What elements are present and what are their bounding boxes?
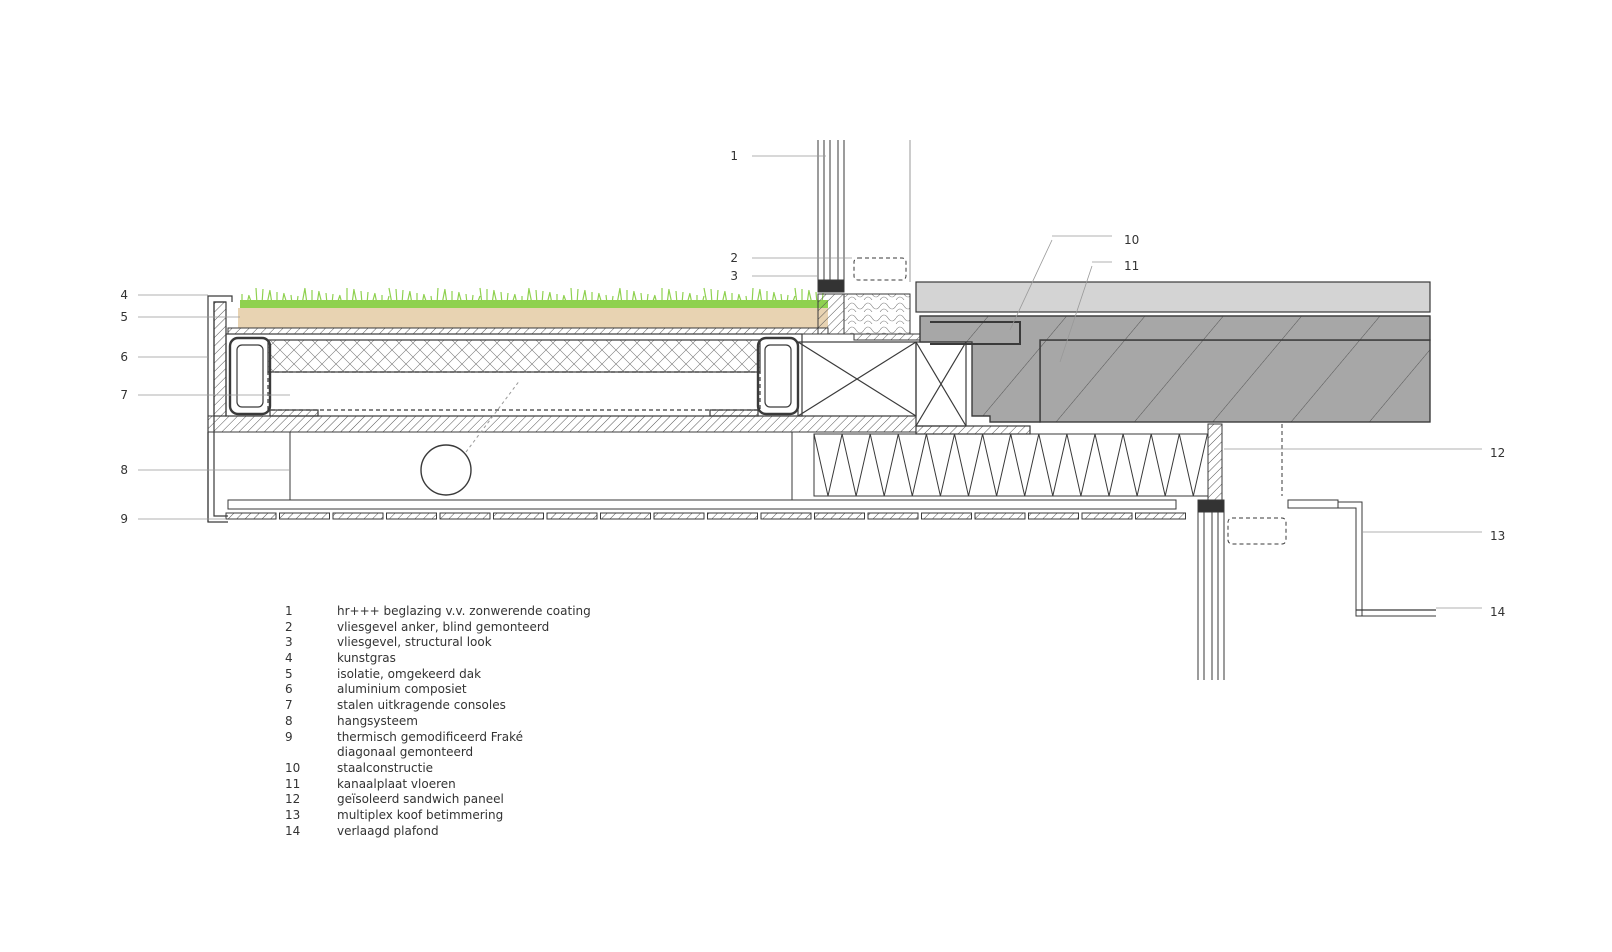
frake-slat bbox=[279, 512, 330, 520]
legend-row: 1 hr+++ beglazing v.v. zonwerende coating bbox=[285, 604, 705, 620]
callout-number: 2 bbox=[730, 251, 738, 265]
frake-slat bbox=[974, 512, 1026, 520]
legend-number: 9 bbox=[285, 729, 293, 744]
legend-text: verlaagd plafond bbox=[337, 823, 439, 838]
frake-slat bbox=[546, 512, 598, 520]
callout-number: 13 bbox=[1490, 529, 1505, 543]
legend-number: 2 bbox=[285, 619, 293, 634]
frake-slat bbox=[814, 512, 865, 520]
legend-number: 3 bbox=[285, 635, 293, 650]
frake-slat bbox=[921, 512, 972, 520]
legend-number: 5 bbox=[285, 666, 293, 681]
frake-slat bbox=[493, 512, 544, 520]
callout-number: 12 bbox=[1490, 446, 1505, 460]
legend-row: 3 vliesgevel, structural look bbox=[285, 635, 705, 651]
legend-number: 4 bbox=[285, 651, 293, 666]
callout-number: 3 bbox=[730, 269, 738, 283]
legend-number: 11 bbox=[285, 776, 301, 791]
legend-row: 9 thermisch gemodificeerd Fraké bbox=[285, 730, 705, 746]
frake-slat bbox=[1081, 512, 1133, 520]
legend-number: 14 bbox=[285, 823, 301, 838]
legend-row: 8 hangsysteem bbox=[285, 714, 705, 730]
steel-console-zone bbox=[225, 333, 803, 417]
legend-text: thermisch gemodificeerd Fraké bbox=[337, 729, 523, 744]
frake-slat bbox=[867, 512, 919, 520]
aluminium-composite-fascia bbox=[207, 295, 233, 523]
legend: 1 hr+++ beglazing v.v. zonwerende coating… bbox=[285, 604, 705, 839]
legend-text: kanaalplaat vloeren bbox=[337, 776, 456, 791]
legend-number: 10 bbox=[285, 760, 301, 775]
leader-line bbox=[1059, 265, 1093, 363]
legend-text: hangsysteem bbox=[337, 713, 418, 728]
callout-number: 5 bbox=[120, 310, 128, 324]
callout-number: 11 bbox=[1124, 259, 1139, 273]
legend-number bbox=[285, 745, 337, 761]
frake-slat bbox=[600, 512, 651, 520]
frake-slat bbox=[386, 512, 437, 520]
callout-number: 4 bbox=[120, 288, 128, 302]
legend-row: 7 stalen uitkragende consoles bbox=[285, 698, 705, 714]
callout-number: 9 bbox=[120, 512, 128, 526]
legend-row: 12 geïsoleerd sandwich paneel bbox=[285, 792, 705, 808]
legend-row: 5 isolatie, omgekeerd dak bbox=[285, 667, 705, 683]
legend-number: 6 bbox=[285, 682, 293, 697]
callout-number: 6 bbox=[120, 350, 128, 364]
frake-slats bbox=[225, 512, 1186, 520]
legend-number: 12 bbox=[285, 792, 301, 807]
beam-blocks bbox=[797, 341, 967, 427]
legend-row: 14 verlaagd plafond bbox=[285, 824, 705, 840]
frake-slat bbox=[332, 512, 384, 520]
multiplex-boxing bbox=[1287, 499, 1436, 617]
leader-lines bbox=[138, 155, 1482, 609]
frake-slat bbox=[225, 512, 277, 520]
legend-text: staalconstructie bbox=[337, 760, 434, 775]
callout-number: 14 bbox=[1490, 605, 1505, 619]
callout-number: 7 bbox=[120, 388, 128, 402]
legend-text: diagonaal gemonteerd bbox=[337, 745, 474, 760]
curtain-wall-lower bbox=[1197, 512, 1287, 680]
legend-row: diagonaal gemonteerd bbox=[285, 745, 705, 761]
sandwich-panel bbox=[813, 423, 1283, 513]
curtain-wall-upper bbox=[817, 140, 921, 341]
legend-text: multiplex koof betimmering bbox=[337, 807, 504, 822]
frake-slat bbox=[1135, 512, 1186, 520]
callout-number: 10 bbox=[1124, 233, 1139, 247]
frake-slat bbox=[707, 512, 758, 520]
legend-text: aluminium composiet bbox=[337, 682, 467, 697]
callout-number: 8 bbox=[120, 463, 128, 477]
legend-text: stalen uitkragende consoles bbox=[337, 698, 506, 713]
floor-structure bbox=[915, 281, 1431, 435]
legend-row: 2 vliesgevel anker, blind gemonteerd bbox=[285, 620, 705, 636]
legend-row: 10 staalconstructie bbox=[285, 761, 705, 777]
legend-row: 11 kanaalplaat vloeren bbox=[285, 777, 705, 793]
frake-slat bbox=[653, 512, 705, 520]
frake-slat bbox=[1028, 512, 1079, 520]
legend-number: 1 bbox=[285, 604, 293, 618]
artificial-grass bbox=[240, 287, 828, 308]
legend-text: isolatie, omgekeerd dak bbox=[337, 666, 482, 681]
bottom-plate bbox=[207, 415, 917, 433]
legend-text: kunstgras bbox=[337, 651, 396, 666]
frake-slat bbox=[439, 512, 491, 520]
legend-text: geïsoleerd sandwich paneel bbox=[337, 792, 504, 807]
hanging-system bbox=[227, 379, 1177, 510]
legend-number: 7 bbox=[285, 698, 293, 713]
legend-number: 13 bbox=[285, 807, 301, 822]
legend-text: vliesgevel anker, blind gemonteerd bbox=[337, 619, 550, 634]
legend-number: 8 bbox=[285, 713, 293, 728]
legend-text: hr+++ beglazing v.v. zonwerende coating bbox=[337, 604, 591, 618]
roof-membrane bbox=[227, 327, 829, 335]
frake-slat bbox=[760, 512, 812, 520]
callout-number: 1 bbox=[730, 149, 738, 163]
legend-row: 4 kunstgras bbox=[285, 651, 705, 667]
insulation-board bbox=[238, 308, 828, 328]
leader-line bbox=[1009, 239, 1053, 331]
legend-text: vliesgevel, structural look bbox=[337, 635, 492, 650]
legend-row: 6 aluminium composiet bbox=[285, 682, 705, 698]
legend-row: 13 multiplex koof betimmering bbox=[285, 808, 705, 824]
